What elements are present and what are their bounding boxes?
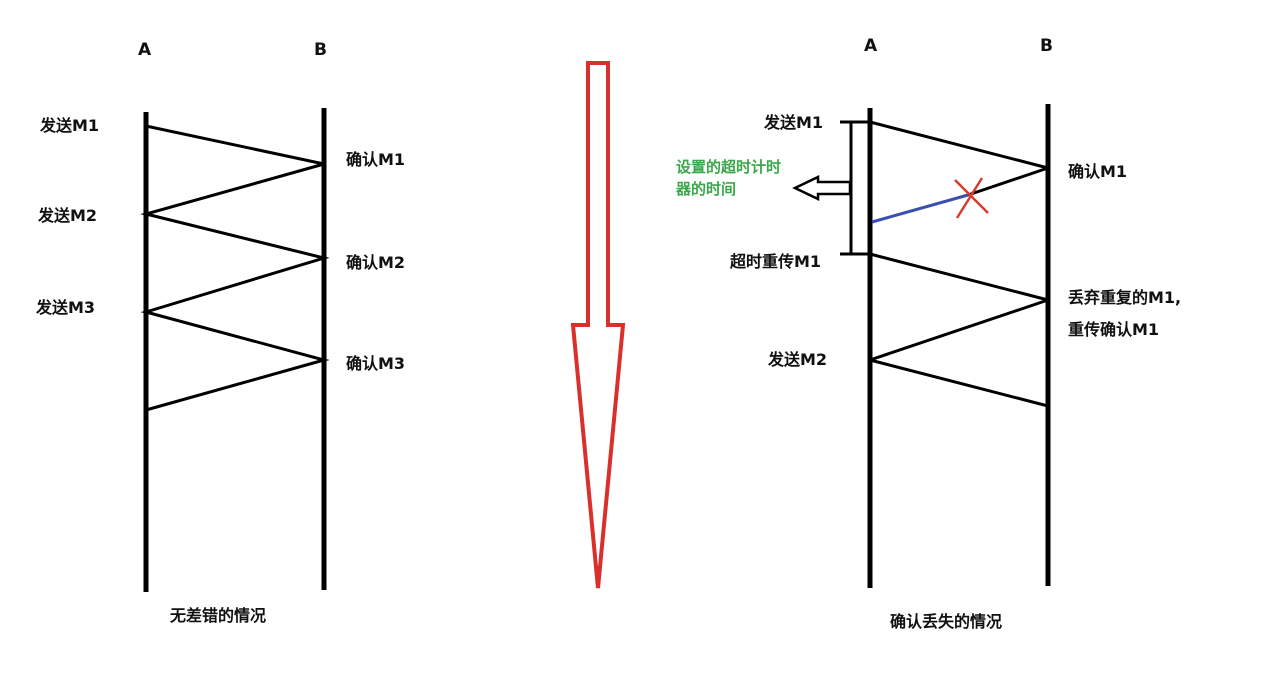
right-discard-line1: 丢弃重复的M1, xyxy=(1068,288,1182,307)
left-ack-m3: 确认M3 xyxy=(346,354,406,373)
left-ack-m1: 确认M1 xyxy=(346,150,406,169)
right-discard-line2: 重传确认M1 xyxy=(1068,320,1160,339)
right-caption: 确认丢失的情况 xyxy=(890,612,1003,631)
right-lost-ack-segment xyxy=(967,166,1049,197)
lost-cross-icon xyxy=(954,177,989,219)
right-ack-m1: 确认M1 xyxy=(1068,162,1128,181)
timer-arrow-icon xyxy=(792,175,852,201)
right-re-ack-m1 xyxy=(869,298,1049,362)
left-message-zigzag xyxy=(140,124,330,412)
left-label-a: A xyxy=(138,40,152,60)
right-timeout-resend: 超时重传M1 xyxy=(730,252,822,271)
timer-note: 设置的超时计时器的时间 xyxy=(676,158,782,198)
right-retransmit-m1 xyxy=(869,252,1049,302)
left-ack-m2: 确认M2 xyxy=(346,253,406,272)
right-msg-m1 xyxy=(869,120,1049,170)
right-msg-m2 xyxy=(869,358,1049,408)
left-send-m2: 发送M2 xyxy=(38,206,98,225)
right-label-b: B xyxy=(1040,36,1053,56)
right-send-m1: 发送M1 xyxy=(764,113,824,132)
right-label-a: A xyxy=(864,36,878,56)
left-send-m1: 发送M1 xyxy=(40,116,100,135)
left-caption: 无差错的情况 xyxy=(170,606,267,625)
right-lost-ack-blue xyxy=(871,193,969,224)
left-send-m3: 发送M3 xyxy=(36,298,96,317)
right-send-m2: 发送M2 xyxy=(768,350,828,369)
left-label-b: B xyxy=(314,40,327,60)
center-down-arrow xyxy=(570,61,626,589)
